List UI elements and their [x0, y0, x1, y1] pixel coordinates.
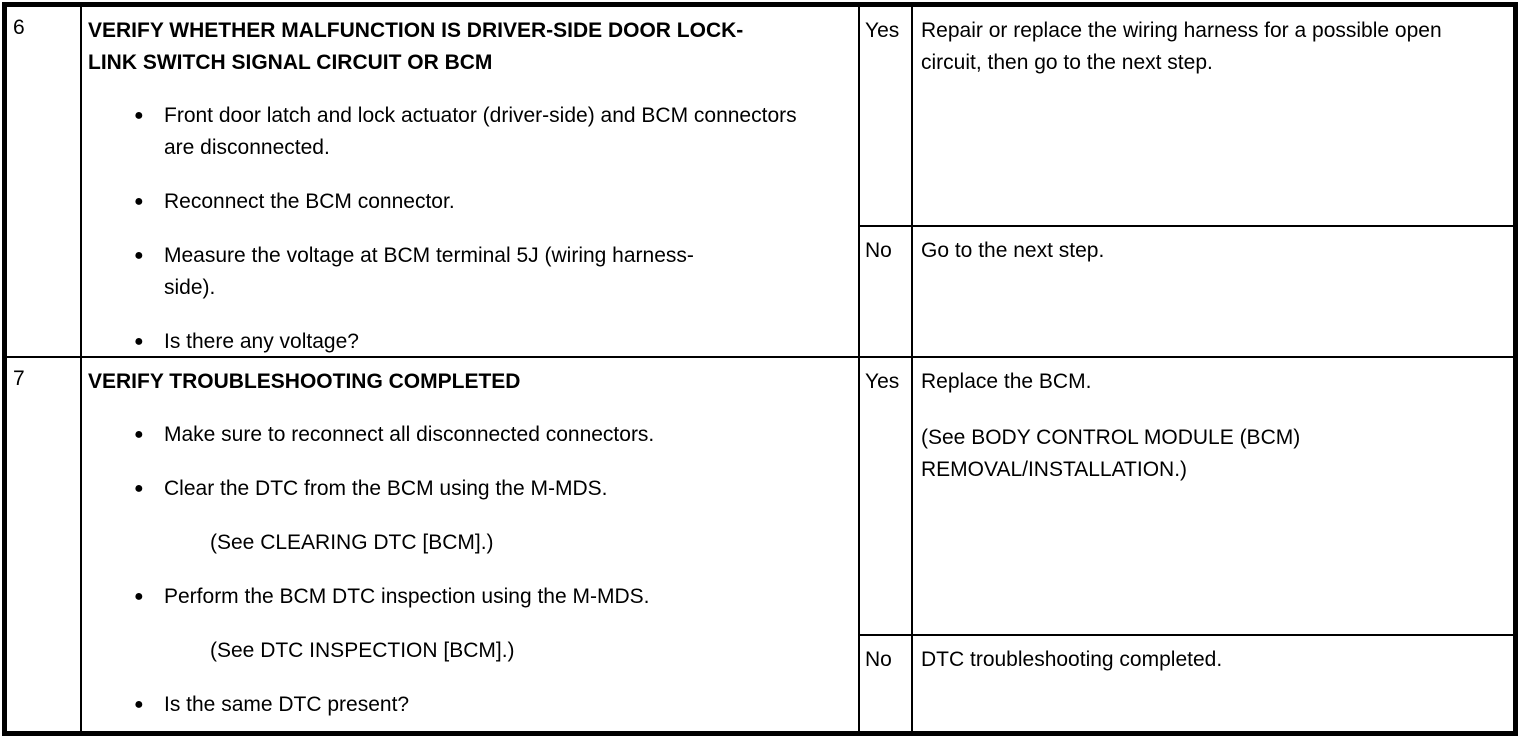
- branch-flag-cell: Yes: [860, 7, 913, 227]
- branch-result-text: DTC troubleshooting completed.: [921, 648, 1223, 671]
- branch-flag-cell: Yes: [860, 358, 913, 636]
- bullet-text: Make sure to reconnect all disconnected …: [164, 423, 655, 446]
- step-number-cell: 7: [7, 358, 82, 731]
- bullet-icon: ●: [134, 480, 144, 497]
- bullet-icon: ●: [134, 696, 144, 713]
- bullet-icon: ●: [134, 333, 144, 350]
- branch-result-text: Repair or replace the wiring harness for…: [921, 19, 1442, 74]
- step-number: 7: [13, 367, 25, 390]
- bullet-icon: ●: [134, 426, 144, 443]
- bullet-item: ● Reconnect the BCM connector.: [134, 186, 858, 218]
- branch-flag-no: No: [865, 648, 892, 671]
- bullet-item: ● Is there any voltage?: [134, 326, 858, 356]
- bullet-text: Reconnect the BCM connector.: [164, 190, 455, 213]
- bullet-item: ● Clear the DTC from the BCM using the M…: [134, 473, 858, 505]
- action-title: VERIFY TROUBLESHOOTING COMPLETED: [88, 370, 521, 393]
- bullet-text: Perform the BCM DTC inspection using the…: [164, 585, 650, 608]
- action-cell: VERIFY TROUBLESHOOTING COMPLETED ● Make …: [82, 358, 860, 731]
- branch-result-text: Replace the BCM.: [921, 370, 1092, 393]
- step-number: 6: [13, 16, 25, 39]
- bullet-text: Is the same DTC present?: [164, 693, 410, 716]
- branch-result-see-note: (See BODY CONTROL MODULE (BCM) REMOVAL/I…: [921, 426, 1301, 481]
- bullet-icon: ●: [134, 193, 144, 210]
- bullet-icon: ●: [134, 588, 144, 605]
- branch-result-cell: DTC troubleshooting completed.: [913, 636, 1513, 731]
- bullet-text: Clear the DTC from the BCM using the M-M…: [164, 477, 608, 500]
- branch-flag-cell: No: [860, 227, 913, 358]
- see-note: (See DTC INSPECTION [BCM].): [210, 639, 515, 662]
- branch-result-cell: Replace the BCM. (See BODY CONTROL MODUL…: [913, 358, 1513, 636]
- bullet-item: ● Front door latch and lock actuator (dr…: [134, 100, 858, 164]
- see-note: (See CLEARING DTC [BCM].): [210, 531, 494, 554]
- bullet-icon: ●: [134, 107, 144, 124]
- bullet-text: Is there any voltage?: [164, 330, 359, 353]
- bullet-item: ● Is the same DTC present?: [134, 689, 858, 721]
- branch-result-cell: Repair or replace the wiring harness for…: [913, 7, 1513, 227]
- branch-flag-yes: Yes: [865, 19, 900, 42]
- branch-flag-cell: No: [860, 636, 913, 731]
- branch-flag-yes: Yes: [865, 370, 900, 393]
- action-item-list: ● Front door latch and lock actuator (dr…: [88, 100, 858, 356]
- branch-result-cell: Go to the next step.: [913, 227, 1513, 358]
- bullet-text: Front door latch and lock actuator (driv…: [164, 104, 797, 159]
- bullet-text: Measure the voltage at BCM terminal 5J (…: [164, 244, 694, 299]
- bullet-item: ● Measure the voltage at BCM terminal 5J…: [134, 240, 858, 304]
- bullet-item: ● Make sure to reconnect all disconnecte…: [134, 419, 858, 451]
- bullet-item: ● Perform the BCM DTC inspection using t…: [134, 581, 858, 613]
- bullet-icon: ●: [134, 247, 144, 264]
- action-title: VERIFY WHETHER MALFUNCTION IS DRIVER-SID…: [88, 19, 744, 74]
- action-item-list: ● Make sure to reconnect all disconnecte…: [88, 419, 858, 721]
- branch-result-text: Go to the next step.: [921, 239, 1105, 262]
- branch-flag-no: No: [865, 239, 892, 262]
- step-number-cell: 6: [7, 7, 82, 358]
- action-cell: VERIFY WHETHER MALFUNCTION IS DRIVER-SID…: [82, 7, 860, 358]
